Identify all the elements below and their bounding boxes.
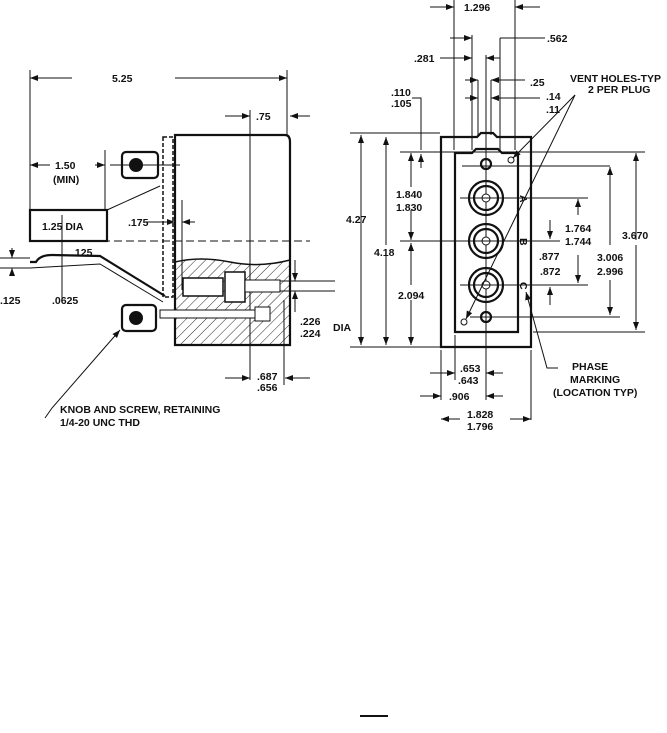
phase-marking-note-2: MARKING [570, 374, 620, 386]
phase-label-a: A [517, 195, 529, 203]
dim-wall: .0625 [52, 295, 78, 307]
dim-pin-dia-min: .224 [300, 328, 321, 340]
dim-906: .906 [449, 391, 470, 403]
dim-14: .14 [546, 91, 561, 103]
vent-hole [507, 156, 515, 164]
dim-110: .110 [391, 87, 411, 99]
vent-hole [460, 318, 468, 326]
dim-offset-right: .125 [72, 247, 93, 259]
dim-2996: 2.996 [597, 266, 623, 278]
phase-label-c: C [517, 282, 529, 290]
side-view: 5.25 .75 1.50 (MIN) 1.25 DIA .175 .125 .… [0, 70, 352, 429]
dim-11: .11 [546, 104, 560, 116]
dim-plate-thickness: .175 [128, 217, 149, 229]
dim-cable-min: 1.50 [55, 160, 76, 172]
dim-1796: 1.796 [467, 421, 493, 433]
phase-marking-note-3: (LOCATION TYP) [553, 387, 637, 399]
dim-cable-min-note: (MIN) [53, 174, 79, 186]
dim-pin-dia-max: .226 [300, 316, 321, 328]
dim-height-inner: 4.18 [374, 247, 395, 259]
knob-bottom [120, 303, 158, 333]
dim-overall-length: 5.25 [112, 73, 133, 85]
dim-body-depth: .75 [256, 111, 271, 123]
vent-holes-note: VENT HOLES-TYP [570, 73, 661, 85]
dim-1744: 1.744 [565, 236, 591, 248]
dim-cable-dia: 1.25 DIA [42, 221, 84, 233]
dim-pin-len-max: .687 [257, 371, 278, 383]
dim-25: .25 [530, 77, 545, 89]
plug-plate [439, 131, 533, 349]
dim-height-outer: 4.27 [346, 214, 367, 226]
dim-2094: 2.094 [398, 290, 424, 302]
vent-holes-count: 2 PER PLUG [588, 84, 650, 96]
dim-pin-dia-suffix: DIA [333, 322, 352, 334]
dim-1840: 1.840 [396, 189, 422, 201]
phase-label-b: B [517, 238, 529, 246]
dim-1828: 1.828 [467, 409, 493, 421]
knob-note: KNOB AND SCREW, RETAINING [60, 404, 220, 416]
dim-643: .643 [458, 375, 479, 387]
phase-marking-note: PHASE [572, 361, 608, 373]
dim-top-width: 1.296 [464, 2, 490, 14]
mounting-plate [162, 136, 174, 298]
dim-3670: 3.670 [622, 230, 648, 242]
front-view: A B C 1.296 .281 .562 .25 .14 .11 .110 .… [346, 0, 661, 433]
dim-653: .653 [460, 363, 481, 375]
dim-1764: 1.764 [565, 223, 591, 235]
dim-pin-len-min: .656 [257, 382, 278, 394]
dim-offset-left: .125 [0, 295, 21, 307]
dim-1830: 1.830 [396, 202, 422, 214]
dim-105: .105 [391, 98, 412, 110]
knob-thread-note: 1/4-20 UNC THD [60, 417, 140, 429]
dim-872: .872 [540, 266, 561, 278]
dim-562: .562 [547, 33, 568, 45]
dim-3006: 3.006 [597, 252, 623, 264]
dim-877: .877 [539, 251, 560, 263]
dim-281: .281 [414, 53, 435, 65]
